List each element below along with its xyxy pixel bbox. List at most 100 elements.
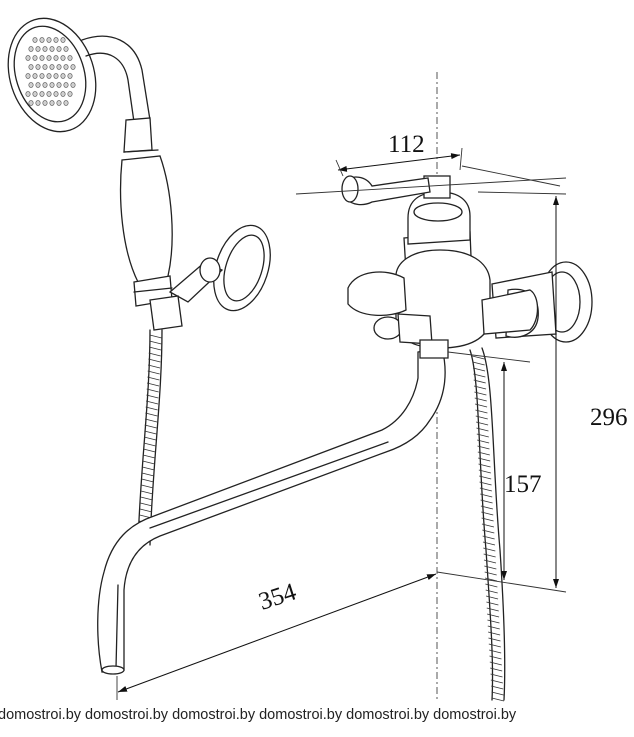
- hose-rib: [140, 496, 153, 501]
- hose-rib: [483, 553, 496, 558]
- hose-rib: [141, 478, 154, 483]
- hose-rib: [479, 487, 492, 492]
- shower-head: [7, 17, 151, 133]
- shower-hole: [39, 37, 45, 43]
- shower-hole: [56, 64, 62, 70]
- hose-rib: [146, 394, 159, 399]
- hose-rib: [487, 619, 500, 624]
- shower-hole: [53, 91, 59, 97]
- shower-hole: [39, 91, 45, 97]
- hose-rib: [487, 625, 500, 630]
- hose-rib: [482, 529, 495, 534]
- hose-rib: [484, 571, 497, 576]
- hose-rib: [485, 583, 498, 588]
- shower-hole: [67, 55, 73, 61]
- shower-hole: [32, 37, 38, 43]
- hose-rib: [149, 334, 162, 339]
- hose-rib: [479, 481, 492, 486]
- shower-hole: [56, 46, 62, 52]
- shower-hole: [67, 91, 73, 97]
- shower-hole: [39, 55, 45, 61]
- hose-rib: [148, 346, 162, 351]
- hose-rib: [148, 358, 161, 363]
- hose-right-ribs: [472, 355, 504, 702]
- hose-rib: [477, 439, 490, 444]
- hose-rib: [477, 451, 490, 456]
- hose-rib: [146, 388, 159, 393]
- watermark-text: domostroi.by domostroi.by domostroi.by d…: [0, 707, 517, 723]
- hose-rib: [486, 613, 500, 618]
- hose-rib: [472, 361, 485, 366]
- dimension-112: 112: [295, 131, 567, 195]
- shower-hole: [63, 100, 69, 106]
- hose-rib: [145, 412, 158, 417]
- shower-wall-holder: [149, 224, 271, 331]
- hose-rib: [491, 685, 504, 690]
- hose-rib: [483, 559, 497, 564]
- hose-rib: [490, 679, 503, 684]
- shower-hole: [70, 64, 76, 70]
- shower-hole: [63, 46, 69, 52]
- hose-rib: [144, 424, 157, 429]
- hose-rib: [481, 523, 495, 528]
- hose-rib: [478, 463, 491, 468]
- shower-hole: [35, 64, 41, 70]
- hose-rib: [141, 484, 154, 489]
- hose-rib: [147, 376, 160, 381]
- hose-rib: [478, 469, 491, 474]
- hose-rib: [480, 505, 494, 510]
- hose-rib: [491, 691, 504, 696]
- hose-rib: [473, 379, 486, 384]
- shower-holes: [25, 37, 76, 106]
- hose-rib: [147, 364, 161, 369]
- shower-hole: [46, 37, 52, 43]
- shower-hole: [32, 91, 38, 97]
- hose-rib: [146, 382, 160, 387]
- shower-hole: [35, 82, 41, 88]
- shower-hole: [56, 100, 62, 106]
- dimension-354: 354: [116, 573, 437, 700]
- dimension-354-label: 354: [256, 578, 300, 615]
- hose-rib: [143, 442, 156, 447]
- shower-hole: [56, 82, 62, 88]
- dimension-296: 296: [436, 191, 628, 593]
- hose-rib: [472, 355, 485, 360]
- hose-left: [137, 329, 163, 546]
- hose-rib: [476, 427, 489, 432]
- shower-hole: [25, 55, 31, 61]
- shower-hole: [46, 91, 52, 97]
- shower-hole: [35, 46, 41, 52]
- hose-rib: [489, 661, 502, 666]
- shower-hole: [60, 73, 66, 79]
- shower-hole: [32, 73, 38, 79]
- hose-rib: [142, 454, 156, 459]
- shower-hole: [42, 64, 48, 70]
- shower-hole: [60, 91, 66, 97]
- hose-rib: [475, 409, 488, 414]
- hose-rib: [145, 406, 158, 411]
- shower-hole: [42, 46, 48, 52]
- shower-hole: [49, 82, 55, 88]
- shower-hole: [53, 37, 59, 43]
- dimension-112-label: 112: [388, 131, 425, 158]
- dimension-296-label: 296: [590, 404, 628, 431]
- hose-rib: [140, 490, 154, 495]
- hose-rib: [148, 352, 161, 357]
- hose-rib: [484, 565, 497, 570]
- hose-rib: [485, 589, 498, 594]
- shower-hole: [28, 46, 34, 52]
- hose-rib: [145, 400, 159, 405]
- hose-rib: [482, 541, 496, 546]
- hose-rib: [488, 637, 501, 642]
- shower-hole: [28, 82, 34, 88]
- hose-rib: [489, 649, 502, 654]
- hose-rib: [473, 385, 487, 390]
- hose-rib: [473, 373, 486, 378]
- shower-hole: [60, 55, 66, 61]
- shower-hole: [42, 100, 48, 106]
- hose-rib: [486, 601, 499, 606]
- hose-rib: [480, 493, 493, 498]
- hose-rib: [483, 547, 496, 552]
- shower-hole: [46, 73, 52, 79]
- hose-rib: [475, 415, 488, 420]
